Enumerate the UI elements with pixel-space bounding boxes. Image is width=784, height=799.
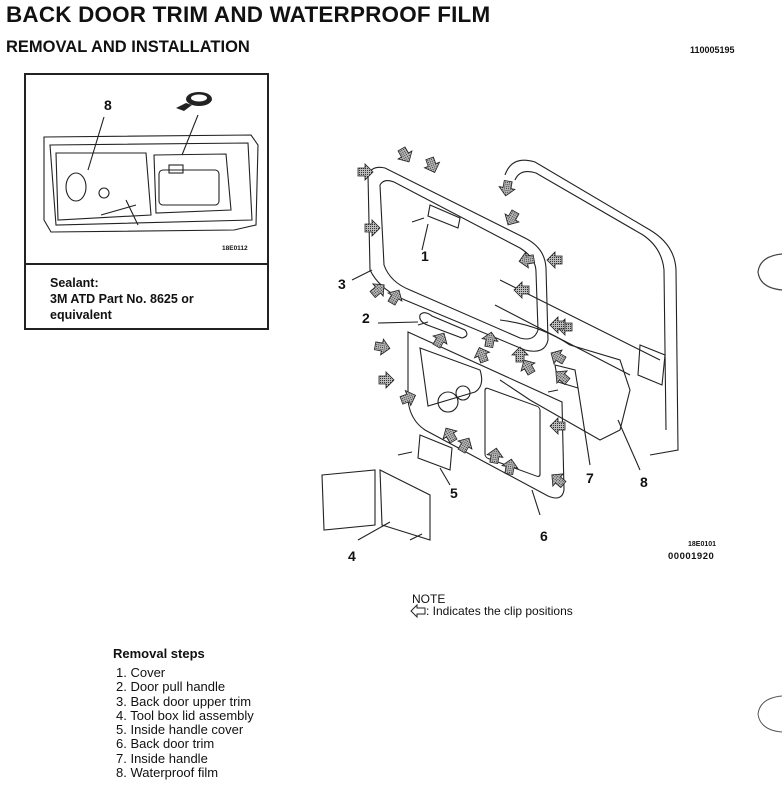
removal-step: 4. Tool box lid assembly [116, 707, 254, 723]
door-pull-handle [419, 312, 468, 339]
removal-step: 3. Back door upper trim [116, 693, 252, 709]
removal-step: 5. Inside handle cover [116, 722, 244, 738]
note-title: NOTE [412, 592, 446, 606]
leader-6 [531, 489, 541, 516]
binder-hole-mark [757, 695, 783, 733]
film-hole [65, 172, 87, 202]
clip-position-arrow-icon [364, 219, 381, 237]
film-window [158, 169, 220, 206]
callout-leader-8 [87, 116, 105, 171]
callout-4: 4 [348, 548, 356, 564]
clip-position-arrow-icon [511, 346, 529, 363]
waterproof-film [499, 319, 631, 441]
lower-trim-outline [407, 331, 565, 499]
diagram-figure-id: 18E0101 [688, 541, 717, 548]
callout-3: 3 [338, 276, 346, 292]
clip-position-arrows [357, 146, 573, 489]
callout-2: 2 [362, 310, 370, 326]
clip-position-arrow-icon [513, 281, 530, 299]
binder-hole-mark [757, 253, 783, 291]
inside-handle-cover [417, 434, 453, 471]
clip-position-arrow-icon [504, 209, 520, 226]
removal-step: 2. Door pull handle [116, 679, 226, 695]
exploded-diagram-drawing [321, 146, 679, 541]
removal-step: 7. Inside handle [116, 750, 208, 766]
clip-position-arrow-icon [369, 283, 385, 299]
clip-position-arrow-icon [423, 156, 441, 174]
film-right-panel [153, 153, 232, 214]
callout-7: 7 [586, 470, 594, 486]
clip-position-arrow-icon [549, 316, 566, 334]
callout-5: 5 [450, 485, 458, 501]
document-id: 110005195 [690, 45, 735, 55]
leader-7 [577, 387, 591, 466]
toolbox-base [379, 469, 431, 541]
clip-position-arrow-icon [399, 389, 417, 407]
trim-speaker-hole [437, 391, 459, 413]
inset-divider [26, 263, 267, 265]
clip-position-arrow-icon [501, 458, 519, 476]
latch-shape [168, 164, 184, 174]
callout-8: 8 [640, 474, 648, 490]
removal-step: 1. Cover [116, 665, 166, 680]
clip-position-arrow-icon [520, 359, 536, 376]
clip-position-arrow-icon [550, 349, 567, 365]
leader-2 [377, 321, 419, 324]
leader-8 [617, 419, 641, 471]
clip-position-arrow-icon [481, 331, 499, 349]
clip-position-arrow-icon [378, 371, 395, 389]
leader-5 [439, 467, 451, 486]
clip-position-arrow-icon [486, 447, 504, 465]
leader-3 [351, 269, 373, 281]
inset-figure-id: 18E0112 [222, 245, 248, 252]
door-inner-outline [49, 142, 253, 226]
inset-callout-8: 8 [104, 97, 112, 113]
removal-step: 8. Waterproof film [116, 765, 219, 781]
toolbox-lid [321, 469, 376, 531]
clip-position-arrow-icon [457, 437, 473, 454]
removal-steps-list: 1. Cover 2. Door pull handle 3. Back doo… [116, 665, 254, 781]
clip-position-arrow-icon [432, 332, 448, 349]
removal-steps-title: Removal steps [113, 646, 205, 661]
clip-position-arrow-icon [551, 473, 567, 489]
removal-step: 6. Back door trim [116, 736, 215, 752]
sealant-spec: Sealant: 3M ATD Part No. 8625 or equival… [50, 275, 194, 323]
waterproof-film-inset-drawing [43, 92, 259, 233]
sealant-part: 3M ATD Part No. 8625 or [50, 292, 194, 306]
note-text: : Indicates the clip positions [426, 604, 573, 618]
sealant-inset-figure: 8 18E0112 Sealant: 3M ATD Part No. 8625 … [24, 73, 269, 330]
clip-position-arrow-icon [373, 338, 391, 356]
diagram-figure-number: 00001920 [668, 551, 715, 562]
cover-part [427, 204, 461, 229]
clip-position-arrow-icon [518, 251, 536, 269]
callout-1: 1 [421, 248, 429, 264]
clip-position-arrow-icon [473, 346, 491, 364]
exploded-diagram: 1 2 3 4 5 6 7 8 [300, 130, 680, 564]
door-body-outline [504, 159, 679, 456]
leader-4 [357, 521, 391, 541]
clip-position-arrow-icon [357, 163, 374, 181]
clip-position-arrow-icon [397, 146, 413, 163]
clip-position-arrow-icon [498, 179, 516, 197]
leader-1 [421, 223, 429, 251]
clip-position-arrow-icon [555, 370, 571, 386]
callout-6: 6 [540, 528, 548, 544]
page-subtitle: REMOVAL AND INSTALLATION [6, 38, 250, 56]
sealant-equivalent: equivalent [50, 308, 112, 322]
page-title: BACK DOOR TRIM AND WATERPROOF FILM [6, 2, 491, 27]
sealant-roll-icon [176, 92, 212, 111]
clip-position-arrow-icon [549, 417, 566, 435]
film-left-panel [55, 152, 152, 221]
clip-position-arrow-icon [442, 427, 458, 444]
door-outline [43, 134, 259, 233]
clip-position-arrow-icon [387, 289, 403, 306]
hollow-arrow-left-icon [410, 604, 426, 618]
sealant-label: Sealant: [50, 276, 99, 290]
door-cutout [637, 344, 666, 386]
clip-position-arrow-icon [546, 251, 563, 269]
sealant-leader [181, 114, 199, 156]
